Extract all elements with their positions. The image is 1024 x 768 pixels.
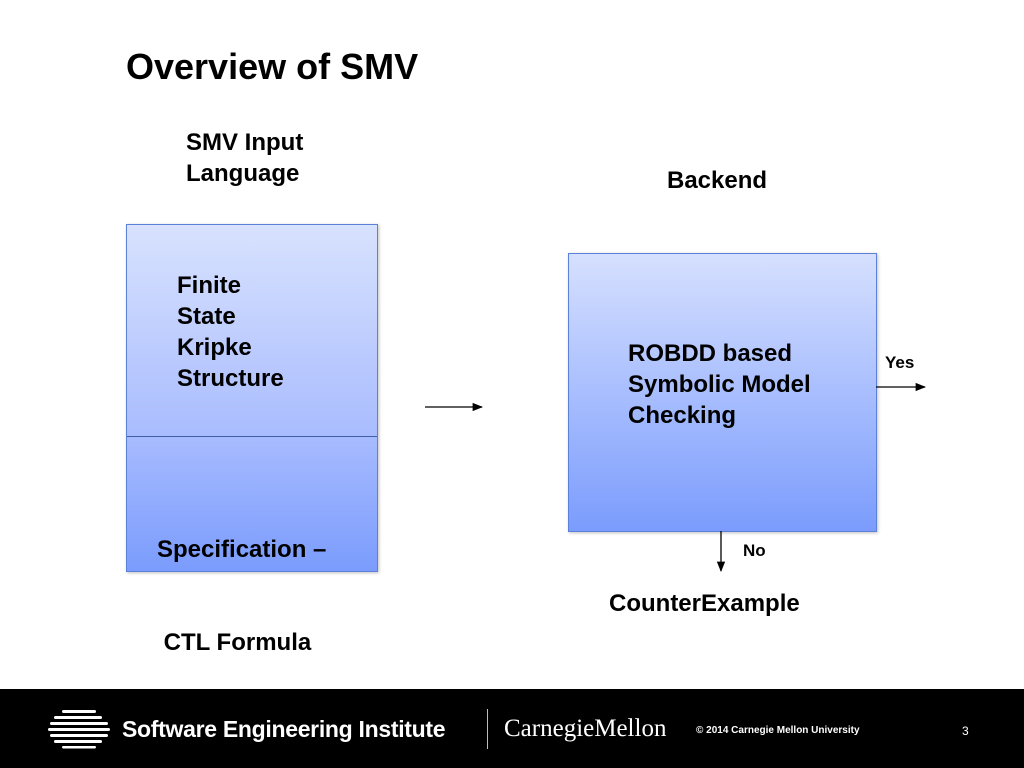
kripke-structure-section (127, 225, 377, 437)
specification-text: Specification – CTL Formula (157, 472, 326, 689)
backend-box (568, 253, 877, 532)
model-line-2: State (177, 303, 236, 330)
model-line-1: Finite (177, 272, 241, 299)
yes-label: Yes (885, 353, 915, 372)
input-box (126, 224, 378, 572)
input-heading-line-2: Language (186, 160, 300, 187)
specification-section (127, 437, 377, 571)
input-language-heading: SMV Input Language (186, 127, 303, 189)
sei-org-name: Software Engineering Institute (122, 716, 446, 742)
spec-line-2: CTL Formula (157, 629, 312, 656)
backend-box-text: ROBDD based Symbolic Model Checking (628, 338, 811, 431)
diagram-arrows (425, 382, 927, 573)
copyright-notice: © 2014 Carnegie Mellon University (696, 725, 860, 736)
page-number: 3 (962, 724, 969, 738)
backend-line-2: Symbolic Model (628, 371, 811, 398)
kripke-structure-text: Finite State Kripke Structure (177, 270, 284, 394)
counterexample-label: CounterExample (609, 590, 800, 617)
backend-line-1: ROBDD based (628, 340, 793, 367)
spec-line-1: Specification – (157, 536, 327, 563)
model-line-4: Structure (177, 365, 284, 392)
backend-heading: Backend (667, 167, 768, 194)
backend-line-3: Checking (628, 402, 737, 429)
input-heading-line-1: SMV Input (186, 129, 304, 156)
footer-divider (487, 709, 488, 749)
slide-footer: Software Engineering Institute CarnegieM… (0, 689, 1024, 768)
no-label: No (743, 541, 766, 560)
slide-title: Overview of SMV (126, 46, 419, 87)
cmu-wordmark: CarnegieMellon (504, 715, 667, 742)
sei-logo-icon (48, 710, 110, 749)
model-line-3: Kripke (177, 334, 252, 361)
